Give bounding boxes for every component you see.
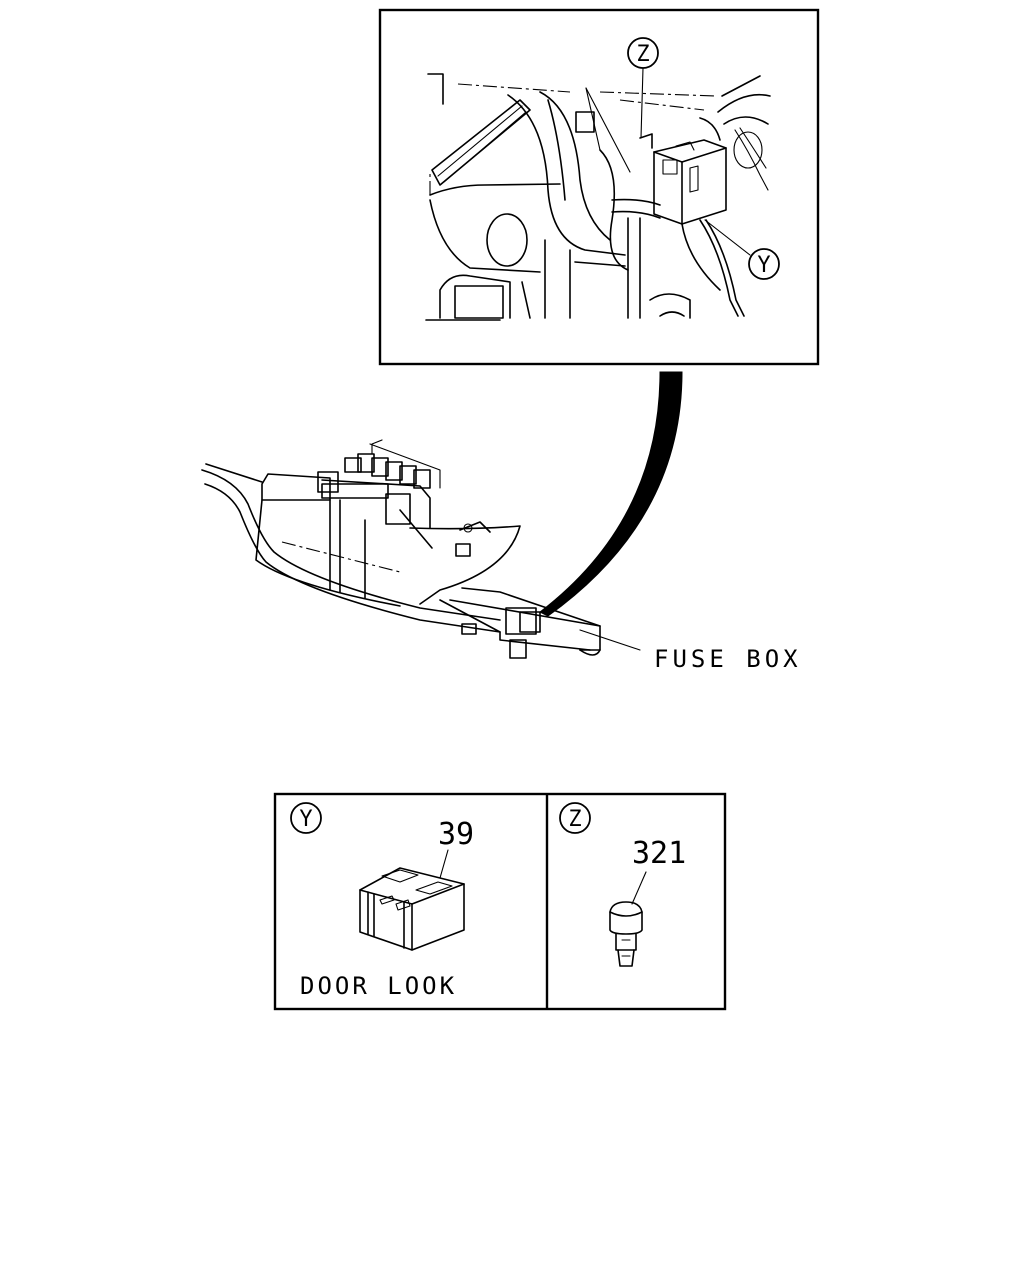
dashboard-detail-drawing bbox=[425, 73, 771, 321]
door-lock-connector-icon bbox=[359, 867, 465, 951]
callout-z-table-letter: Z bbox=[568, 807, 581, 832]
part-39-leader bbox=[439, 849, 449, 879]
parts-cell-z: Z 321 bbox=[559, 802, 686, 967]
callout-z-leader bbox=[640, 67, 644, 139]
fuse-block bbox=[317, 439, 441, 525]
callout-y-letter: Y bbox=[757, 253, 770, 278]
callout-y-table-letter: Y bbox=[299, 807, 312, 832]
parts-table-frame bbox=[273, 792, 727, 1011]
clip-icon-inset bbox=[575, 111, 595, 133]
detail-frame bbox=[378, 8, 820, 366]
callout-z-inset: Z bbox=[627, 37, 659, 69]
part-321-leader bbox=[631, 871, 647, 905]
detail-inset: Z Y bbox=[378, 8, 820, 366]
detail-pointer bbox=[539, 371, 683, 617]
fuse-box-label: FUSE BOX bbox=[654, 645, 802, 673]
harness-clip-icon bbox=[609, 901, 643, 967]
callout-y-table: Y bbox=[290, 802, 322, 834]
part-number-321: 321 bbox=[632, 836, 686, 871]
door-lock-connector-inset bbox=[639, 133, 745, 317]
fuse-box-assembly bbox=[201, 439, 641, 659]
door-lock-label: DOOR LOOK bbox=[300, 972, 457, 1000]
parts-table: Y 39 DOOR LOOK Z bbox=[273, 792, 727, 1011]
part-number-39: 39 bbox=[438, 817, 474, 852]
callout-y-inset: Y bbox=[748, 248, 780, 280]
parts-cell-y: Y 39 DOOR LOOK bbox=[290, 802, 474, 1000]
callout-y-leader bbox=[704, 219, 751, 256]
fuse-box-leader bbox=[579, 629, 641, 651]
callout-z-letter: Z bbox=[636, 42, 649, 67]
callout-z-table: Z bbox=[559, 802, 591, 834]
